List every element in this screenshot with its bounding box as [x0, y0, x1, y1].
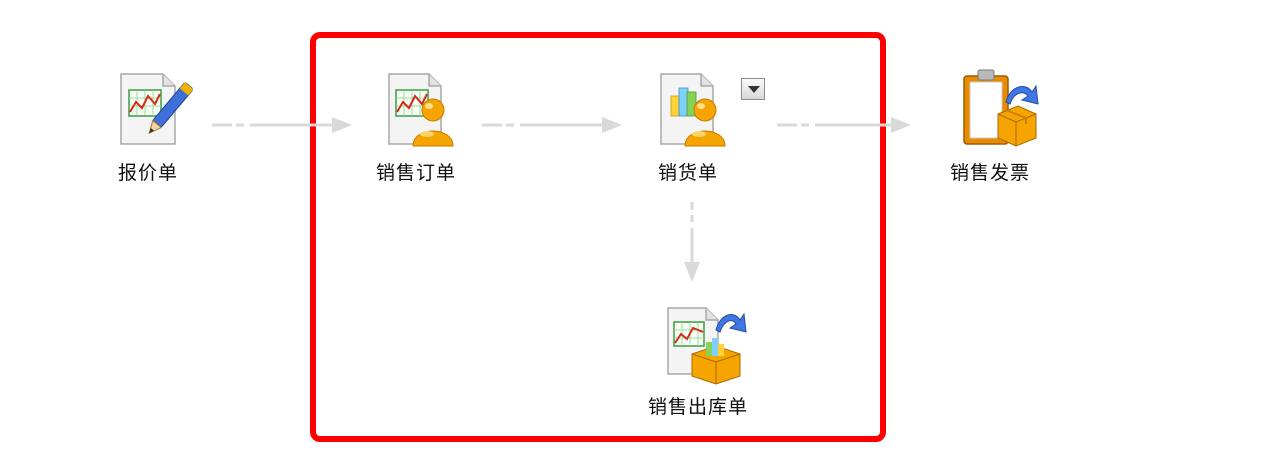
- node-outbound[interactable]: 销售出库单: [636, 300, 760, 419]
- node-delivery[interactable]: 销货单: [628, 66, 748, 185]
- node-label: 销售发票: [949, 162, 1030, 184]
- highlight-frame: [310, 32, 886, 442]
- arrow-quote-to-order: [212, 117, 352, 133]
- delivery-note-icon: [660, 73, 726, 147]
- node-label: 销售订单: [375, 162, 456, 184]
- node-quote[interactable]: 报价单: [88, 66, 208, 185]
- quote-document-icon: [120, 73, 193, 145]
- delivery-dropdown-button[interactable]: [741, 78, 765, 100]
- dropdown-arrow-icon: [748, 86, 760, 93]
- outbound-stock-icon: [667, 307, 747, 385]
- node-label: 销售出库单: [647, 396, 748, 418]
- arrow-delivery-to-invoice: [777, 117, 911, 133]
- node-sales-invoice[interactable]: 销售发票: [930, 66, 1050, 185]
- sales-order-icon: [388, 73, 454, 147]
- node-label: 报价单: [117, 162, 178, 184]
- arrow-order-to-delivery: [482, 117, 622, 133]
- arrow-delivery-to-outbound: [684, 202, 700, 282]
- node-sales-order[interactable]: 销售订单: [356, 66, 476, 185]
- node-label: 销货单: [657, 162, 718, 184]
- sales-invoice-icon: [963, 69, 1039, 147]
